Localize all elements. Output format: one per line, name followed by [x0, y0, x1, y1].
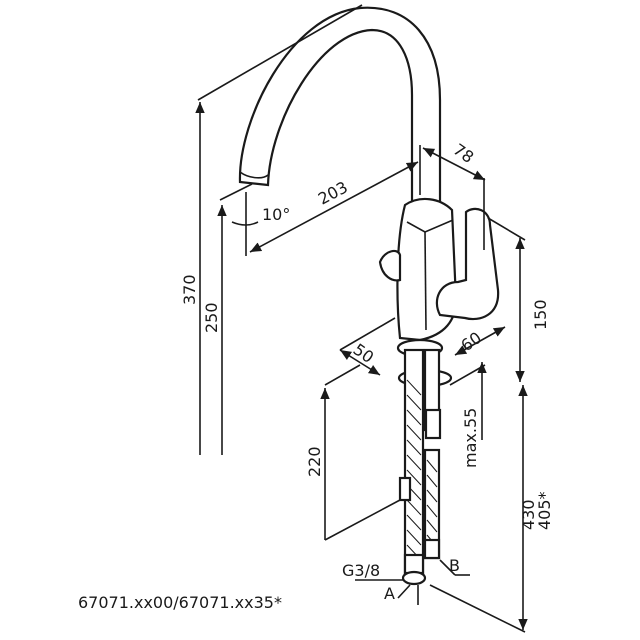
dim-spout-reach: 203 [315, 177, 351, 208]
dim-handle-depth: 78 [450, 140, 478, 167]
label-port-a: A [384, 584, 395, 603]
faucet-body [378, 197, 458, 342]
dim-body-height: 150 [531, 299, 550, 330]
dim-spout-angle: 10° [262, 205, 290, 224]
dim-base-width: 50 [350, 340, 378, 367]
label-thread: G3/8 [342, 561, 380, 580]
dim-hose-length: 430 [519, 499, 538, 530]
dim-total-height: 370 [180, 274, 199, 305]
dim-shank-length: 220 [305, 446, 324, 477]
mounting-base [396, 338, 453, 586]
dim-max-deck: max.55 [461, 408, 480, 468]
label-port-b: B [449, 556, 460, 575]
spout [238, 6, 442, 207]
dim-hose-length-alt: 405* [535, 491, 554, 530]
part-number: 67071.xx00/67071.xx35* [78, 593, 282, 612]
dimension-lines [195, 4, 528, 633]
dim-spout-height: 250 [202, 302, 221, 333]
